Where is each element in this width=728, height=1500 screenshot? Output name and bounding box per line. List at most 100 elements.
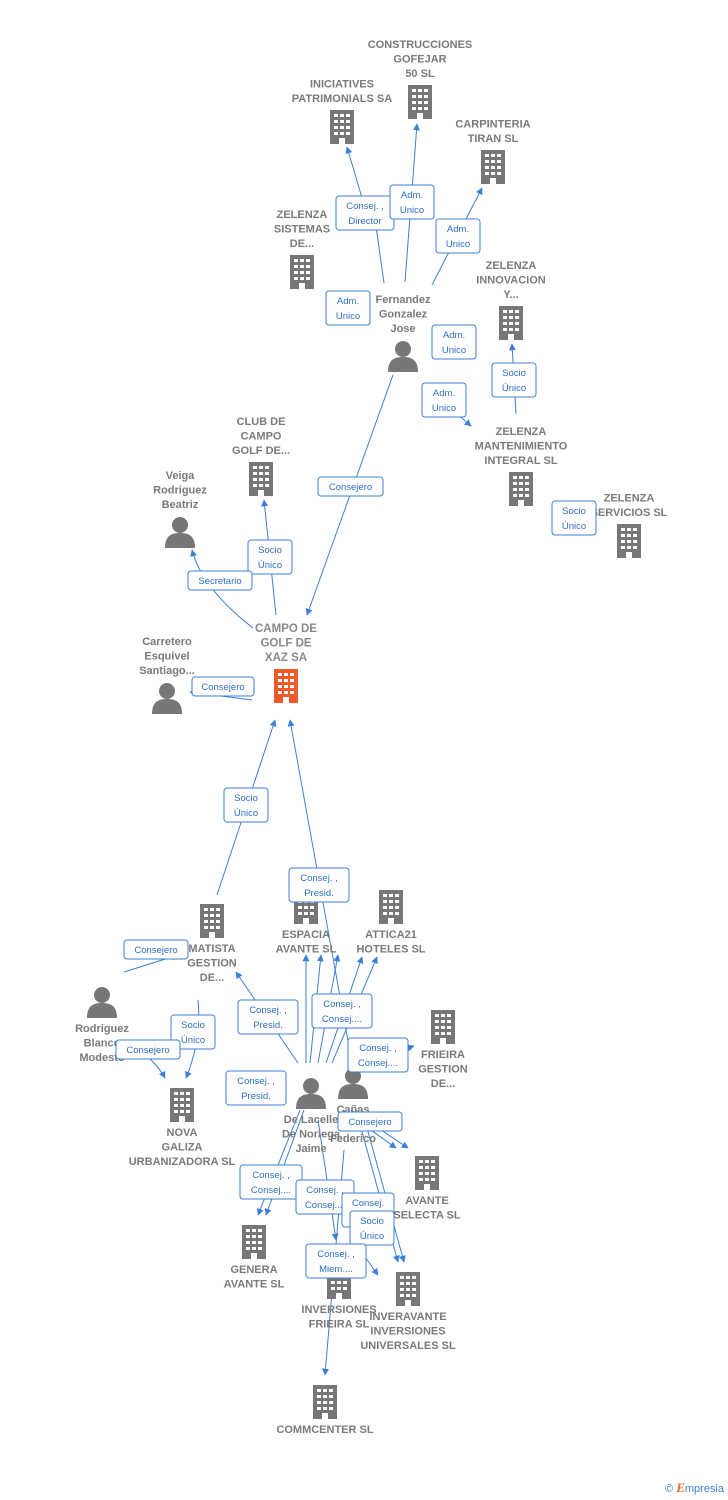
badge-box (247, 539, 293, 575)
person-icon (152, 683, 182, 714)
relationship-badge-b23[interactable]: Consej. ,Consej.... (239, 1164, 303, 1200)
node-label-line: ZELENZA (604, 493, 655, 505)
relationship-badge-b14[interactable]: Consej. ,Presid. (288, 867, 350, 903)
badge-box (325, 290, 371, 326)
node-label-line: GESTION (418, 1064, 468, 1076)
badge-box (349, 1210, 395, 1246)
badge-label: Socio (562, 506, 586, 517)
node-label-line: URBANIZADORA SL (129, 1156, 236, 1168)
relationship-badge-b21[interactable]: Consej. ,Consej.... (347, 1037, 409, 1073)
badge-label: Unico (400, 205, 424, 216)
node-frieira-gestion[interactable]: FRIEIRA GESTION DE... (418, 1010, 468, 1090)
relationship-badge-b17[interactable]: Consejero (115, 1039, 181, 1060)
relationship-badge-b9[interactable]: Consejero (317, 476, 384, 497)
node-commcenter[interactable]: COMMCENTER SL (276, 1385, 374, 1436)
badge-label: Consej. , (252, 1170, 290, 1181)
badge-label: Único (502, 383, 526, 394)
building-icon (509, 472, 533, 506)
badge-box (237, 999, 299, 1035)
node-label-line: INICIATIVES (310, 79, 374, 91)
node-zelenza-servicios[interactable]: ZELENZA SERVICIOS SL (591, 493, 668, 559)
node-label-line: COMMCENTER SL (276, 1424, 373, 1436)
badge-label: Consej. (352, 1198, 384, 1209)
node-label-line: TIRAN SL (468, 133, 519, 145)
building-icon (200, 904, 224, 938)
node-label-line: Rodriguez (75, 1023, 129, 1035)
node-label-line: Esquivel (144, 651, 189, 663)
badge-label: Único (360, 1231, 384, 1242)
badge-label: Consej. , (317, 1249, 355, 1260)
relationship-badge-b18[interactable]: Consej. ,Presid. (237, 999, 299, 1035)
relationship-badge-b19[interactable]: Consej. ,Presid. (225, 1070, 287, 1106)
node-zelenza-sistemas[interactable]: ZELENZASISTEMASDE... (274, 209, 330, 289)
relationship-badge-b15[interactable]: Consejero (123, 939, 189, 960)
building-icon (499, 306, 523, 340)
node-zelenza-innovacion[interactable]: ZELENZAINNOVACIONY... (476, 260, 546, 340)
relationship-badge-b6[interactable]: Adm.Unico (421, 382, 467, 418)
building-icon (290, 255, 314, 289)
relationship-badge-b12[interactable]: Consejero (191, 676, 255, 697)
relationship-badge-b2[interactable]: Adm.Unico (389, 184, 435, 220)
node-label-line: ZELENZA (277, 209, 328, 221)
node-carretero[interactable]: CarreteroEsquivelSantiago... (139, 636, 195, 714)
node-label-line: GOFEJAR (393, 54, 446, 66)
node-canas[interactable]: CañasGalFederico (330, 1068, 376, 1145)
node-label-line: DE... (431, 1078, 455, 1090)
badge-box (317, 476, 384, 497)
relationship-badge-b24[interactable]: Consej. ,Consej.... (295, 1179, 355, 1215)
node-label-line: INNOVACION (476, 275, 546, 287)
badge-label: Consej.... (358, 1058, 398, 1069)
footer-brand[interactable]: © Empresia (665, 1480, 724, 1496)
node-label-line: Modesto (79, 1052, 125, 1064)
node-label-line: CONSTRUCCIONES (368, 39, 473, 51)
relationship-badge-b5[interactable]: Adm.Unico (431, 324, 477, 360)
brand-name: mpresia (684, 1483, 724, 1495)
node-label-line: XAZ SA (265, 652, 307, 664)
relationship-badge-b11[interactable]: Secretario (187, 570, 253, 591)
relationship-edge-29 (361, 1109, 406, 1263)
relationship-badge-b3[interactable]: Adm.Unico (435, 218, 481, 254)
badge-box (305, 1243, 367, 1279)
badge-box (337, 1111, 403, 1132)
badge-label: Consej. , (306, 1185, 344, 1196)
relationship-badge-b20[interactable]: Consej. ,Consej.... (311, 993, 373, 1029)
node-label-line: Blanco (84, 1038, 121, 1050)
badge-label: Único (181, 1035, 205, 1046)
badge-label: Unico (432, 403, 456, 414)
node-matista[interactable]: MATISTAGESTIONDE... (187, 904, 237, 984)
node-label-line: SERVICIOS SL (591, 507, 668, 519)
relationship-badge-b27[interactable]: Consej. ,Miem.... (305, 1243, 367, 1279)
relationship-badge-b22[interactable]: Consejero (337, 1111, 403, 1132)
building-icon (170, 1088, 194, 1122)
badge-box (225, 1070, 287, 1106)
node-label-line: ESPACIA (282, 929, 330, 941)
relationship-badge-b1[interactable]: Consej. ,Director (335, 195, 395, 231)
node-label-line: FRIEIRA (421, 1049, 465, 1061)
relationship-badge-b4[interactable]: Adm.Unico (325, 290, 371, 326)
node-label-line: INTEGRAL SL (484, 455, 557, 467)
